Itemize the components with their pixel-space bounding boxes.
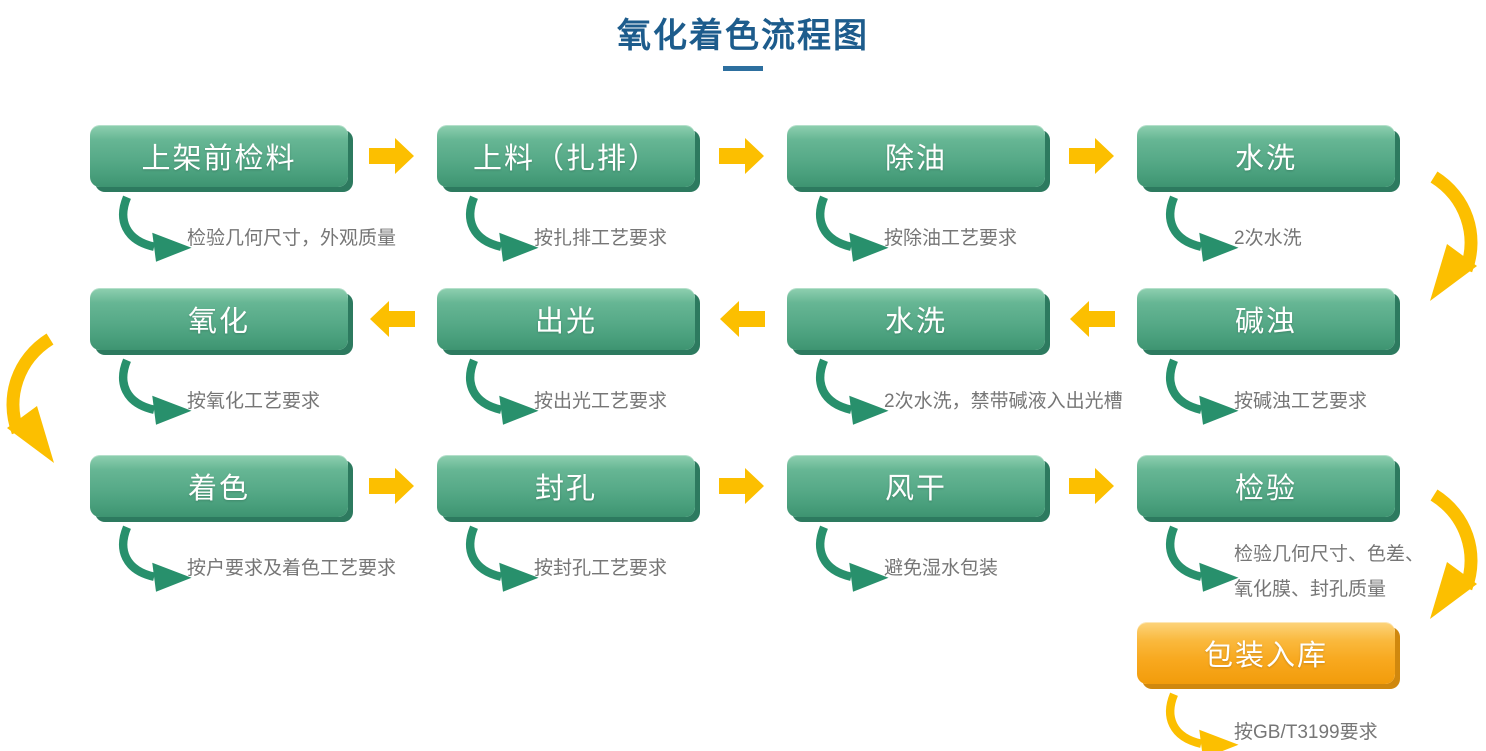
right-arrow-icon — [369, 467, 415, 505]
process-box-baozhuangruku: 包装入库 — [1137, 622, 1395, 684]
process-box-shuixi-2: 水洗 — [787, 288, 1045, 350]
step-note: 按户要求及着色工艺要求 — [187, 558, 397, 579]
step-note: 按封孔工艺要求 — [534, 558, 668, 579]
process-box-chuyou: 除油 — [787, 125, 1045, 187]
process-box-fengkong: 封孔 — [437, 455, 695, 517]
process-box-shangjiaqianjianliao: 上架前检料 — [90, 125, 348, 187]
step-note: 2次水洗 — [1234, 228, 1302, 249]
step-note: 按碱浊工艺要求 — [1234, 391, 1368, 412]
process-box-fenggan: 风干 — [787, 455, 1045, 517]
process-box-jianyan: 检验 — [1137, 455, 1395, 517]
step-note: 按除油工艺要求 — [884, 228, 1018, 249]
left-arrow-icon — [1069, 300, 1115, 338]
process-box-shangliao: 上料（扎排） — [437, 125, 695, 187]
process-box-shuixi-1: 水洗 — [1137, 125, 1395, 187]
process-box-yanghua: 氧化 — [90, 288, 348, 350]
step-note: 避免湿水包装 — [884, 558, 999, 579]
process-box-zhuose: 着色 — [90, 455, 348, 517]
left-arrow-icon — [719, 300, 765, 338]
right-arrow-icon — [369, 137, 415, 175]
right-arrow-icon — [719, 467, 765, 505]
step-note: 按扎排工艺要求 — [534, 228, 668, 249]
big-curved-arrow-icon — [0, 332, 68, 472]
step-note: 2次水洗，禁带碱液入出光槽 — [884, 391, 1123, 412]
step-note: 检验几何尺寸，外观质量 — [187, 228, 397, 249]
left-arrow-icon — [369, 300, 415, 338]
step-note: 检验几何尺寸、色差、氧化膜、封孔质量 — [1234, 544, 1425, 600]
right-arrow-icon — [1069, 467, 1115, 505]
step-note: 按出光工艺要求 — [534, 391, 668, 412]
big-curved-arrow-icon — [1416, 488, 1486, 628]
right-arrow-icon — [1069, 137, 1115, 175]
step-note: 按GB/T3199要求 — [1234, 722, 1378, 743]
big-curved-arrow-icon — [1416, 170, 1486, 310]
step-note: 按氧化工艺要求 — [187, 391, 321, 412]
title-divider — [723, 66, 763, 71]
process-box-jianzhuo: 碱浊 — [1137, 288, 1395, 350]
right-arrow-icon — [719, 137, 765, 175]
process-box-chuguang: 出光 — [437, 288, 695, 350]
page-title: 氧化着色流程图 — [617, 17, 869, 55]
